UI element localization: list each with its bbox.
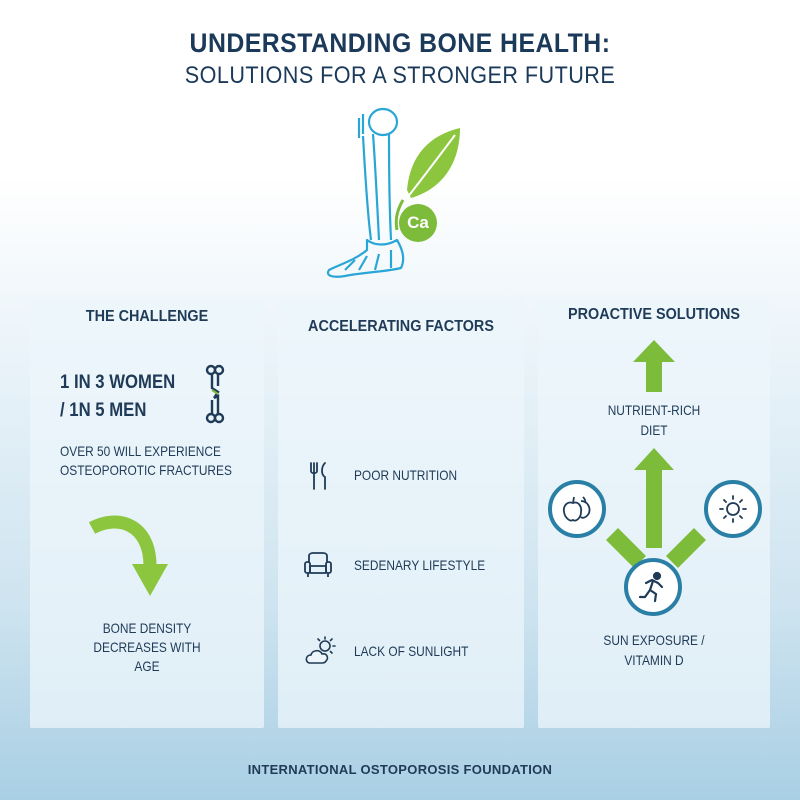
solutions-panel: PROACTIVE SOLUTIONS NUTRIENT-RICH DIET [538, 298, 770, 728]
broken-bone-icon [205, 364, 225, 424]
factors-title: ACCELERATING FACTORS [308, 318, 494, 335]
fracture-desc-2: OSTEOPOROTIC FRACTURES [60, 462, 232, 478]
sun-line-1: SUN EXPOSURE / [603, 632, 705, 648]
sun-line-2: VITAMIN D [624, 652, 684, 668]
up-arrow-icon [633, 340, 675, 392]
runner-icon [624, 558, 682, 616]
diet-line-2: DIET [640, 422, 668, 438]
header: UNDERSTANDING BONE HEALTH: SOLUTIONS FOR… [0, 28, 800, 90]
challenge-title: THE CHALLENGE [85, 308, 209, 325]
fruit-icon [548, 480, 606, 538]
factors-panel: ACCELERATING FACTORS POOR NUTRITION SEDE… [278, 298, 524, 728]
factor-label-nutrition: POOR NUTRITION [354, 467, 458, 483]
stat-men: / 1N 5 MEN [60, 400, 147, 421]
hero-illustration: Ca [315, 100, 475, 290]
fracture-desc-1: OVER 50 WILL EXPERIENCE [60, 443, 221, 459]
density-line-1: BONE DENSITY [102, 620, 192, 636]
growth-arrows-icon [606, 448, 706, 568]
leaf-icon [394, 128, 460, 231]
stat-women: 1 IN 3 WOMEN [60, 372, 176, 393]
factor-label-sunlight: LACK OF SUNLIGHT [354, 643, 469, 659]
diet-line-1: NUTRIENT-RICH [607, 402, 701, 418]
solutions-title: PROACTIVE SOLUTIONS [567, 306, 741, 323]
density-line-2: DECREASES WITH [93, 639, 201, 655]
fork-knife-icon [310, 462, 326, 490]
leg-bone-icon [326, 107, 405, 278]
cloud-sun-icon [305, 636, 336, 664]
couch-icon [304, 552, 332, 577]
footer-organization: INTERNATIONAL OSTOPOROSIS FOUNDATION [247, 762, 553, 777]
sun-icon [704, 480, 762, 538]
page-title: UNDERSTANDING BONE HEALTH: [189, 28, 611, 58]
density-line-3: AGE [134, 658, 160, 674]
page-subtitle: SOLUTIONS FOR A STRONGER FUTURE [184, 62, 616, 89]
curved-down-arrow-icon [88, 515, 168, 596]
calcium-badge: Ca [399, 204, 437, 242]
factor-label-lifestyle: SEDENARY LIFESTYLE [354, 557, 486, 573]
challenge-panel: THE CHALLENGE 1 IN 3 WOMEN / 1N 5 MEN OV… [30, 298, 264, 728]
